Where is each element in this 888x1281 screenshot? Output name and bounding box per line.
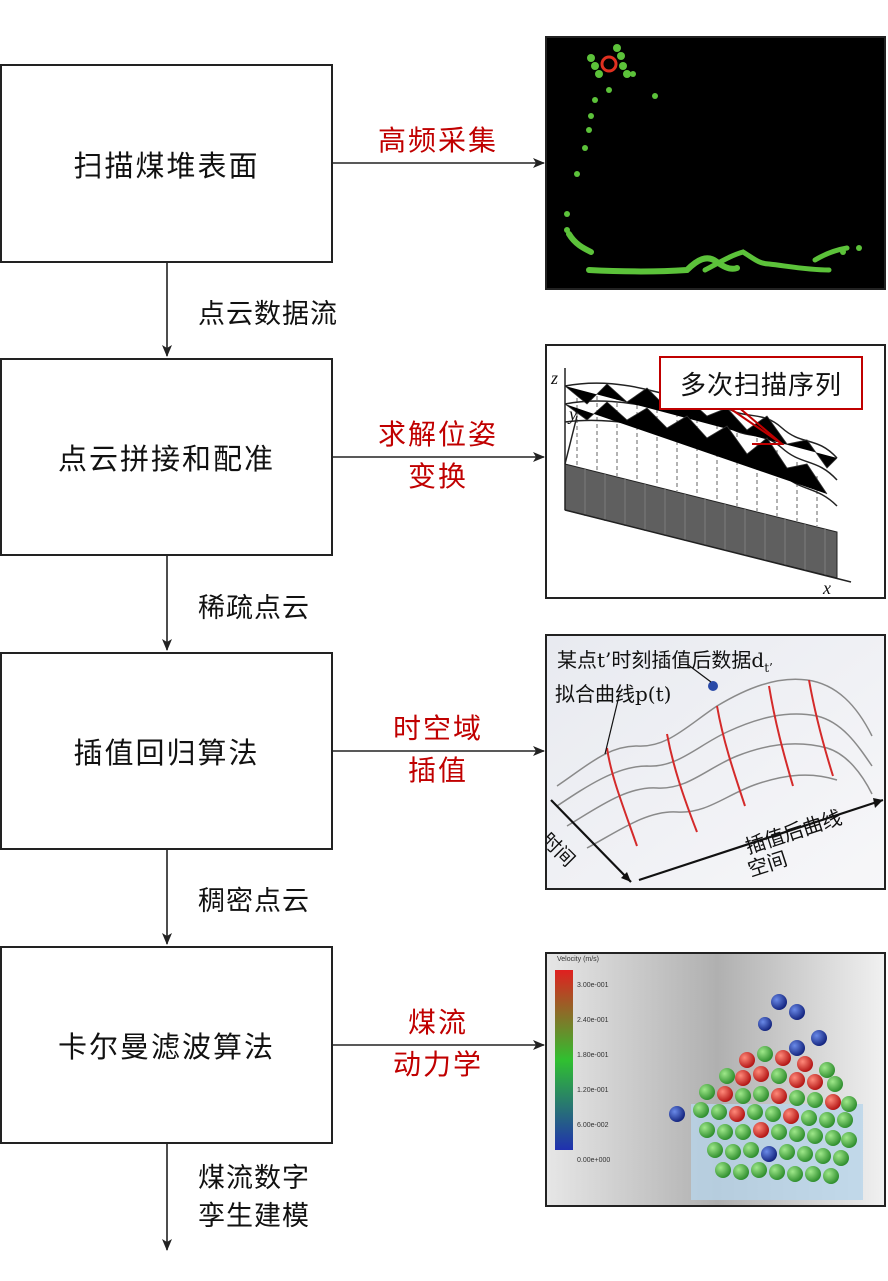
method-line2: 动力学	[392, 1048, 483, 1081]
method-label-dynamics: 煤流 动力学	[338, 1002, 538, 1086]
particle-simulation	[547, 954, 884, 1205]
step-label: 卡尔曼滤波算法	[57, 1030, 275, 1064]
step-label: 点云拼接和配准	[57, 442, 275, 476]
axis-z-label: z	[551, 368, 559, 388]
annotation-subscript: t’	[764, 661, 773, 675]
method-line1: 求解位姿	[377, 418, 498, 451]
flow-label-pointcloud-stream: 点云数据流	[198, 299, 338, 330]
callout-scan-sequence: 多次扫描序列	[659, 356, 863, 410]
method-line2: 变换	[407, 460, 468, 493]
flow-label-line1: 煤流数字	[198, 1163, 310, 1194]
axis-x-label: x	[823, 578, 831, 598]
coal-flow-dynamics-panel: Velocity (m/s) 3.00e-001 2.40e-001 1.80e…	[545, 952, 886, 1207]
scan-pointcloud-graphic	[564, 44, 862, 275]
annotation-interpolated-point: 某点t’时刻插值后数据dt’	[557, 644, 773, 675]
legend-tick: 3.00e-001	[577, 982, 609, 989]
legend-tick: 6.00e-002	[577, 1122, 609, 1129]
scan-sequence-panel: 多次扫描序列 z y x	[545, 344, 886, 599]
legend-tick: 1.80e-001	[577, 1052, 609, 1059]
method-line2: 插值	[407, 754, 468, 787]
legend-tick: 1.20e-001	[577, 1087, 609, 1094]
method-label-pose: 求解位姿 变换	[338, 414, 538, 498]
legend-tick: 2.40e-001	[577, 1017, 609, 1024]
scan-pointcloud-panel	[545, 36, 886, 290]
step-box-registration: 点云拼接和配准	[0, 358, 333, 556]
method-line1: 煤流	[407, 1006, 468, 1039]
method-line1: 时空域	[392, 712, 483, 745]
legend-tick: 0.00e+000	[577, 1157, 611, 1164]
flow-label-digital-twin: 煤流数字 孪生建模	[198, 1160, 310, 1236]
step-label: 扫描煤堆表面	[73, 148, 260, 183]
interpolation-surface	[547, 636, 884, 888]
method-label-high-freq: 高频采集	[377, 124, 498, 157]
scan-sequence-mesh	[564, 368, 852, 583]
annotation-text: 某点t’时刻插值后数据d	[557, 648, 765, 672]
step-box-scan: 扫描煤堆表面	[0, 64, 333, 263]
step-box-interpolation: 插值回归算法	[0, 652, 333, 850]
step-box-kalman: 卡尔曼滤波算法	[0, 946, 333, 1144]
interpolation-panel: 某点t’时刻插值后数据dt’ 拟合曲线p(t) 时间 插值后曲线 空间	[545, 634, 886, 890]
annotation-fitted-curve: 拟合曲线p(t)	[555, 682, 672, 706]
flow-label-sparse-cloud: 稀疏点云	[198, 593, 310, 624]
legend-ticks: 3.00e-001 2.40e-001 1.80e-001 1.20e-001 …	[577, 968, 610, 1178]
step-label: 插值回归算法	[73, 736, 260, 770]
legend-title: Velocity (m/s)	[557, 956, 600, 963]
method-label-spatiotemporal: 时空域 插值	[338, 708, 538, 792]
axis-y-label: y	[569, 404, 577, 424]
flow-label-dense-cloud: 稠密点云	[198, 886, 310, 917]
flow-label-line2: 孪生建模	[198, 1201, 310, 1232]
